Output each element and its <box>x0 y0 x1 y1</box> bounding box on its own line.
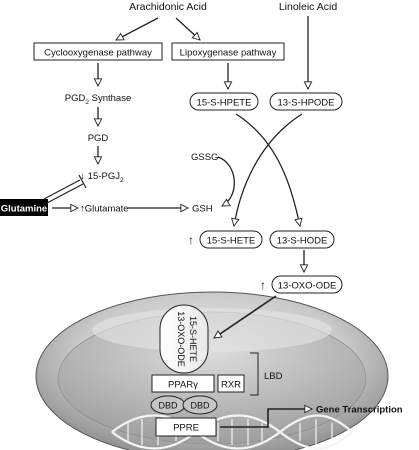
pgj2-label: ↓ 15-PGJ2 <box>80 171 124 184</box>
ppar-gamma-label: PPARγ <box>168 380 198 391</box>
dbd-left-label: DBD <box>158 401 178 411</box>
arrow-aa-to-cox <box>116 17 159 41</box>
ligand-hete-label: 15-S-HETE <box>188 316 198 362</box>
glutamine-label: Glutamine <box>1 204 47 215</box>
ppre-box: PPRE <box>155 417 217 437</box>
hode-node: 13-S-HODE <box>269 230 335 249</box>
cyclooxygenase-pathway-label: Cyclooxygenase pathway <box>44 48 152 59</box>
cyclooxygenase-pathway-box: Cyclooxygenase pathway <box>33 42 163 61</box>
arachidonic-acid-label: Arachidonic Acid <box>129 1 207 13</box>
linoleic-acid-label: Linoleic Acid <box>279 1 338 13</box>
arrow-to-gene-transcription <box>220 409 312 428</box>
lipoxygenase-pathway-box: Lipoxygenase pathway <box>171 42 285 61</box>
hete-label: 15-S-HETE <box>207 236 256 247</box>
lipoxygenase-pathway-label: Lipoxygenase pathway <box>180 48 277 59</box>
ligand-capsule: 13-OXO-ODE 15-S-HETE <box>159 304 209 374</box>
rxr-box: RXR <box>217 374 245 393</box>
hete-up-arrow: ↑ <box>188 233 194 247</box>
pgd2-synthase-label: PGD2 Synthase <box>65 93 131 106</box>
glutamine-box: Glutamine <box>0 199 48 216</box>
dbd-right: DBD <box>182 395 218 415</box>
dbd-right-label: DBD <box>190 401 210 411</box>
rxr-label: RXR <box>221 380 241 391</box>
hpete-node: 15-S-HPETE <box>189 92 259 111</box>
oxo-up-arrow: ↑ <box>260 278 266 292</box>
oxo-ode-node: 13-OXO-ODE <box>271 275 343 294</box>
hpode-node: 13-S-HPODE <box>269 92 343 111</box>
arrow-aa-to-lox <box>175 17 200 40</box>
hode-label: 13-S-HODE <box>277 236 328 247</box>
arrow-hpode-to-hete <box>234 113 303 226</box>
lbd-label: LBD <box>264 371 283 382</box>
hete-node: 15-S-HETE <box>199 230 263 249</box>
ligand-oxo-label: 13-OXO-ODE <box>176 311 186 367</box>
ppar-gamma-box: PPARγ <box>151 374 215 393</box>
gssg-label: GSSG <box>191 152 218 163</box>
arrow-hpete-to-hode <box>235 113 300 226</box>
gene-transcription-label: Gene Transcription <box>316 405 403 416</box>
inhibition-line <box>43 174 87 204</box>
hpete-label: 15-S-HPETE <box>197 98 252 109</box>
arrow-oxo-to-ligand <box>214 295 277 339</box>
pgd-label: PGD <box>88 133 109 144</box>
oxo-ode-label: 13-OXO-ODE <box>278 281 337 292</box>
dbd-left: DBD <box>150 395 186 415</box>
glutamate-label: ↑Glutamate <box>80 204 129 215</box>
gsh-label: GSH <box>192 204 213 215</box>
lbd-bracket <box>250 352 259 396</box>
nucleus <box>35 291 389 450</box>
ppre-label: PPRE <box>173 423 199 434</box>
hpode-label: 13-S-HPODE <box>277 98 334 109</box>
arrow-gssg-cycle <box>217 156 235 207</box>
